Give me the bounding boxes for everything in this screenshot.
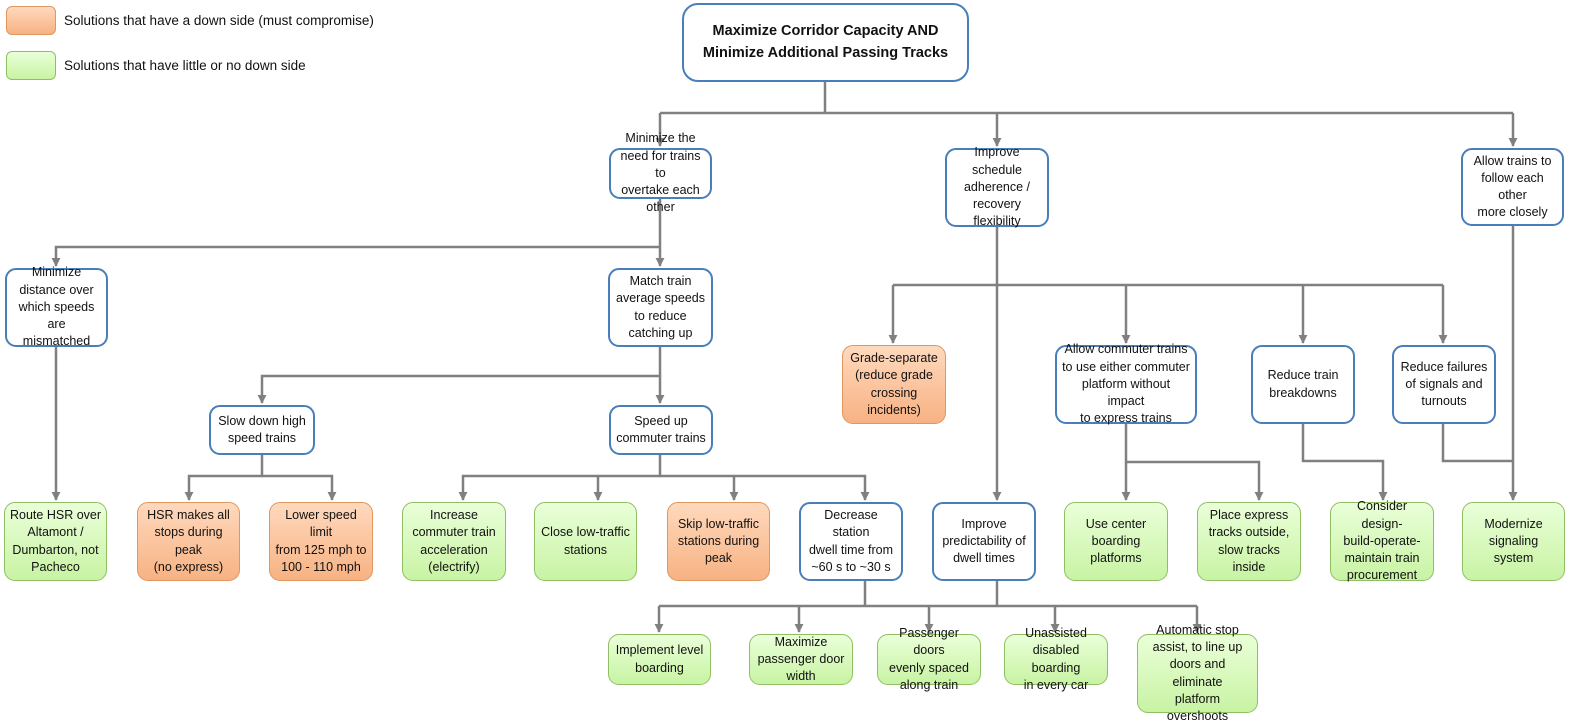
disabled-boarding-node: Unassisted disabled boarding in every ca… <box>1004 626 1108 692</box>
legend-swatch-good <box>6 51 56 80</box>
skip-stations-node: Skip low-traffic stations during peak <box>667 502 770 581</box>
reduce-breakdowns-node: Reduce train breakdowns <box>1251 345 1355 424</box>
root-goal-node: Maximize Corridor Capacity AND Minimize … <box>682 3 969 82</box>
door-width-node: Maximize passenger door width <box>749 634 853 685</box>
minimize-overtake-node: Minimize the need for trains to overtake… <box>609 131 712 214</box>
predictability-node: Improve predictability of dwell times <box>932 502 1036 581</box>
hsr-all-stops-node: HSR makes all stops during peak (no expr… <box>137 502 240 581</box>
lower-speed-limit-node: Lower speed limit from 125 mph to 100 - … <box>269 502 373 581</box>
level-boarding-node: Implement level boarding <box>608 634 711 685</box>
reduce-failures-node: Reduce failures of signals and turnouts <box>1392 345 1496 424</box>
legend-label-good: Solutions that have little or no down si… <box>64 58 306 73</box>
doors-spaced-node: Passenger doors evenly spaced along trai… <box>877 626 981 692</box>
express-outside-node: Place express tracks outside, slow track… <box>1197 502 1301 581</box>
minimize-distance-node: Minimize distance over which speeds are … <box>5 265 108 348</box>
slow-hsr-node: Slow down high speed trains <box>209 405 315 455</box>
legend-swatch-compromise <box>6 6 56 35</box>
increase-acceleration-node: Increase commuter train acceleration (el… <box>402 502 506 581</box>
modernize-signaling-node: Modernize signaling system <box>1462 502 1565 581</box>
decrease-dwell-node: Decrease station dwell time from ~60 s t… <box>799 502 903 581</box>
grade-separate-node: Grade-separate (reduce grade crossing in… <box>842 345 946 424</box>
center-platforms-node: Use center boarding platforms <box>1064 502 1168 581</box>
design-build-node: Consider design- build-operate- maintain… <box>1330 499 1434 582</box>
either-platform-node: Allow commuter trains to use either comm… <box>1055 342 1197 425</box>
legend-label-compromise: Solutions that have a down side (must co… <box>64 13 374 28</box>
route-hsr-node: Route HSR over Altamont / Dumbarton, not… <box>4 502 107 581</box>
stop-assist-node: Automatic stop assist, to line up doors … <box>1137 623 1258 723</box>
close-stations-node: Close low-traffic stations <box>534 502 637 581</box>
schedule-adherence-node: Improve schedule adherence / recovery fl… <box>945 145 1049 228</box>
follow-closely-node: Allow trains to follow each other more c… <box>1461 148 1564 226</box>
speed-commuter-node: Speed up commuter trains <box>609 405 713 455</box>
match-speeds-node: Match train average speeds to reduce cat… <box>608 268 713 347</box>
